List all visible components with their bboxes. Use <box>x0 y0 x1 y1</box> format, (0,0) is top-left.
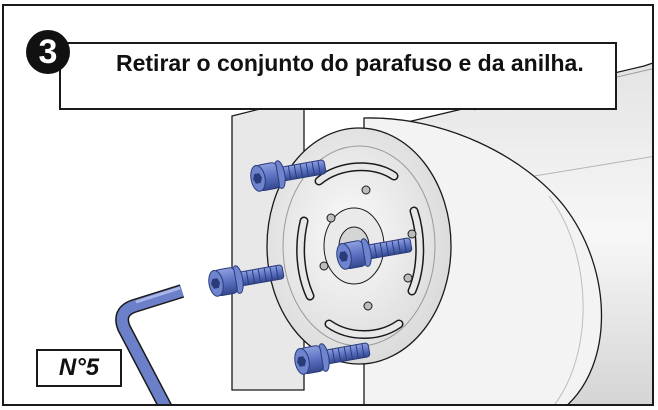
instruction-text: Retirar o conjunto do parafuso e da anil… <box>116 50 584 76</box>
tool-size-label: N°5 <box>36 349 122 387</box>
hex-key-icon <box>115 284 185 404</box>
step-number-badge: 3 <box>26 30 70 74</box>
illustration-frame: Retirar o conjunto do parafuso e da anil… <box>2 4 654 406</box>
instruction-box: Retirar o conjunto do parafuso e da anil… <box>59 42 617 110</box>
